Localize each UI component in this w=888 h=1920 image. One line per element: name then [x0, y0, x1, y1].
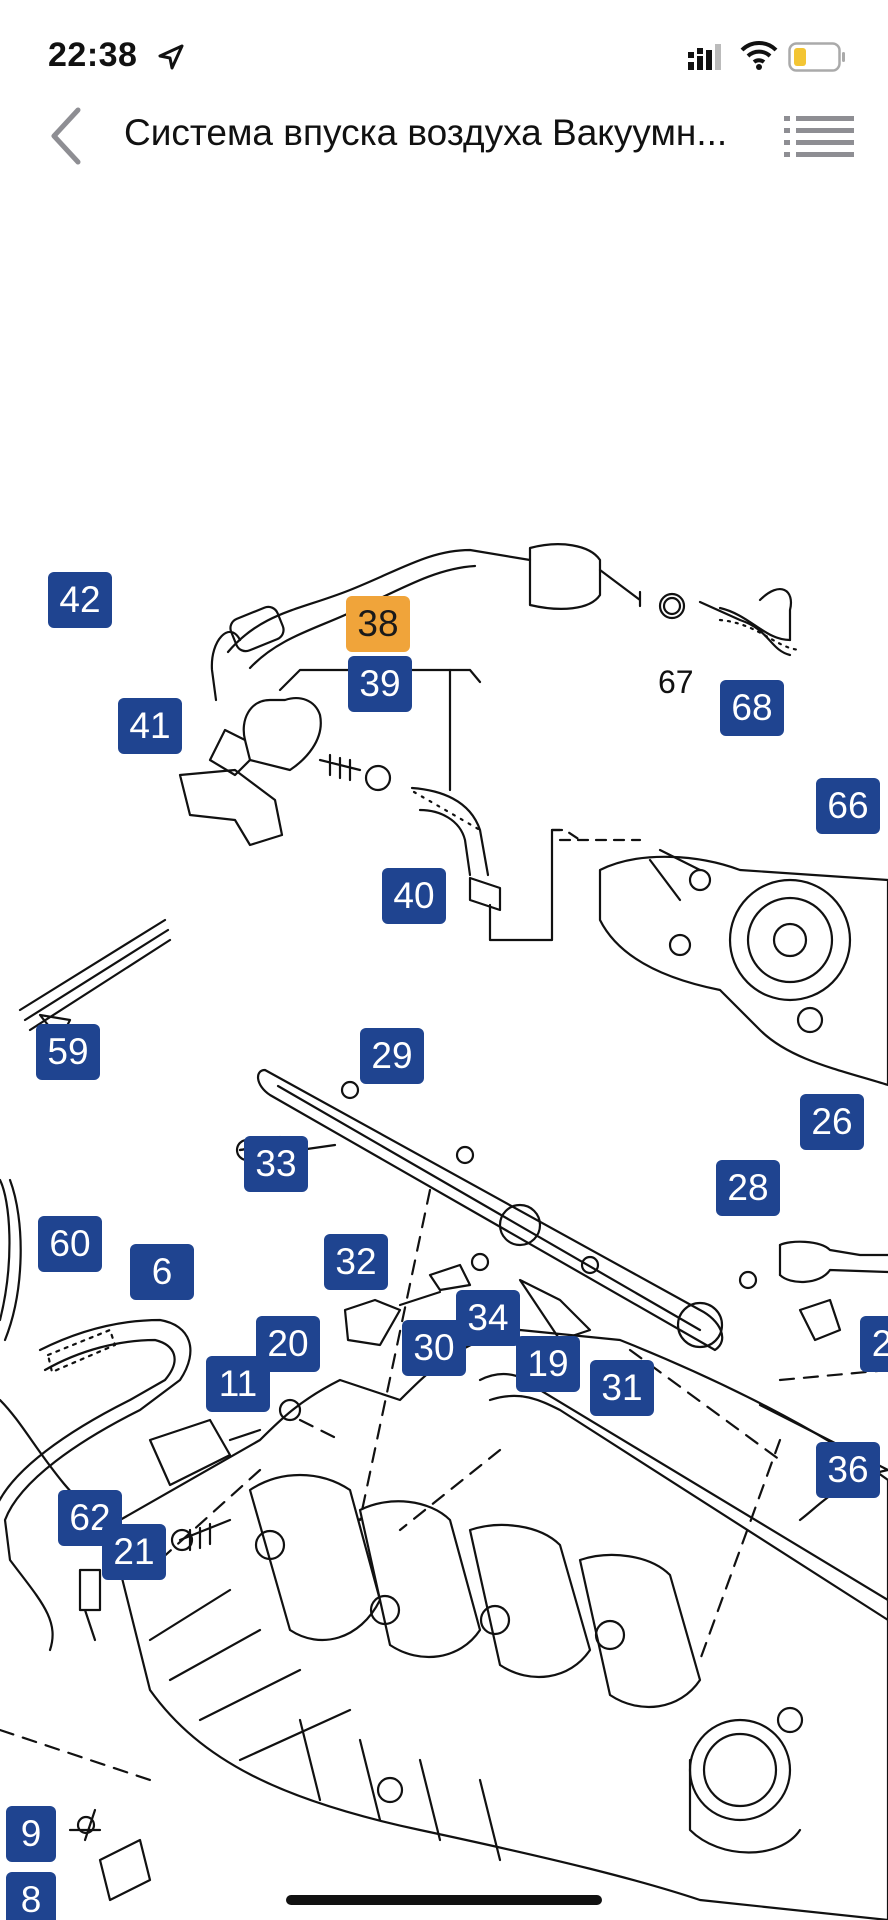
- page-title: Система впуска воздуха Вакуумн...: [124, 112, 728, 153]
- location-arrow-icon: [158, 44, 184, 70]
- callout-59[interactable]: 59: [36, 1024, 100, 1080]
- back-button[interactable]: [40, 104, 100, 168]
- callout-30[interactable]: 30: [402, 1320, 466, 1376]
- label-67: 67: [658, 664, 694, 700]
- callout-60[interactable]: 60: [38, 1216, 102, 1272]
- callout-28[interactable]: 28: [716, 1160, 780, 1216]
- callout-9[interactable]: 9: [6, 1806, 56, 1862]
- parts-diagram: 42 38 39 41 67 68 66 40 59 29 26 33 28 6…: [0, 180, 888, 1920]
- callout-41[interactable]: 41: [118, 698, 182, 754]
- callout-26[interactable]: 26: [800, 1094, 864, 1150]
- callout-33[interactable]: 33: [244, 1136, 308, 1192]
- callout-42[interactable]: 42: [48, 572, 112, 628]
- home-indicator[interactable]: [286, 1895, 602, 1905]
- status-time: 22:38: [48, 36, 138, 74]
- callout-11[interactable]: 11: [206, 1356, 270, 1412]
- cellular-signal-icon: [688, 44, 721, 70]
- callout-68[interactable]: 68: [720, 680, 784, 736]
- callout-38-selected[interactable]: 38: [346, 596, 410, 652]
- callout-2-partial[interactable]: 2: [860, 1316, 888, 1372]
- battery-low-icon: [788, 42, 845, 72]
- exploded-view-drawing: [0, 543, 888, 1920]
- callout-29[interactable]: 29: [360, 1028, 424, 1084]
- callout-21[interactable]: 21: [102, 1524, 166, 1580]
- navigation-bar: Система впуска воздуха Вакуумн...: [0, 100, 888, 172]
- callout-19[interactable]: 19: [516, 1336, 580, 1392]
- status-bar: 22:38: [0, 0, 888, 110]
- list-view-button[interactable]: [784, 114, 856, 160]
- callout-66[interactable]: 66: [816, 778, 880, 834]
- callout-36[interactable]: 36: [816, 1442, 880, 1498]
- wifi-icon: [740, 40, 778, 70]
- callout-34[interactable]: 34: [456, 1290, 520, 1346]
- callout-32[interactable]: 32: [324, 1234, 388, 1290]
- callout-31[interactable]: 31: [590, 1360, 654, 1416]
- callout-6[interactable]: 6: [130, 1244, 194, 1300]
- callout-39[interactable]: 39: [348, 656, 412, 712]
- callout-40[interactable]: 40: [382, 868, 446, 924]
- callout-8[interactable]: 8: [6, 1872, 56, 1920]
